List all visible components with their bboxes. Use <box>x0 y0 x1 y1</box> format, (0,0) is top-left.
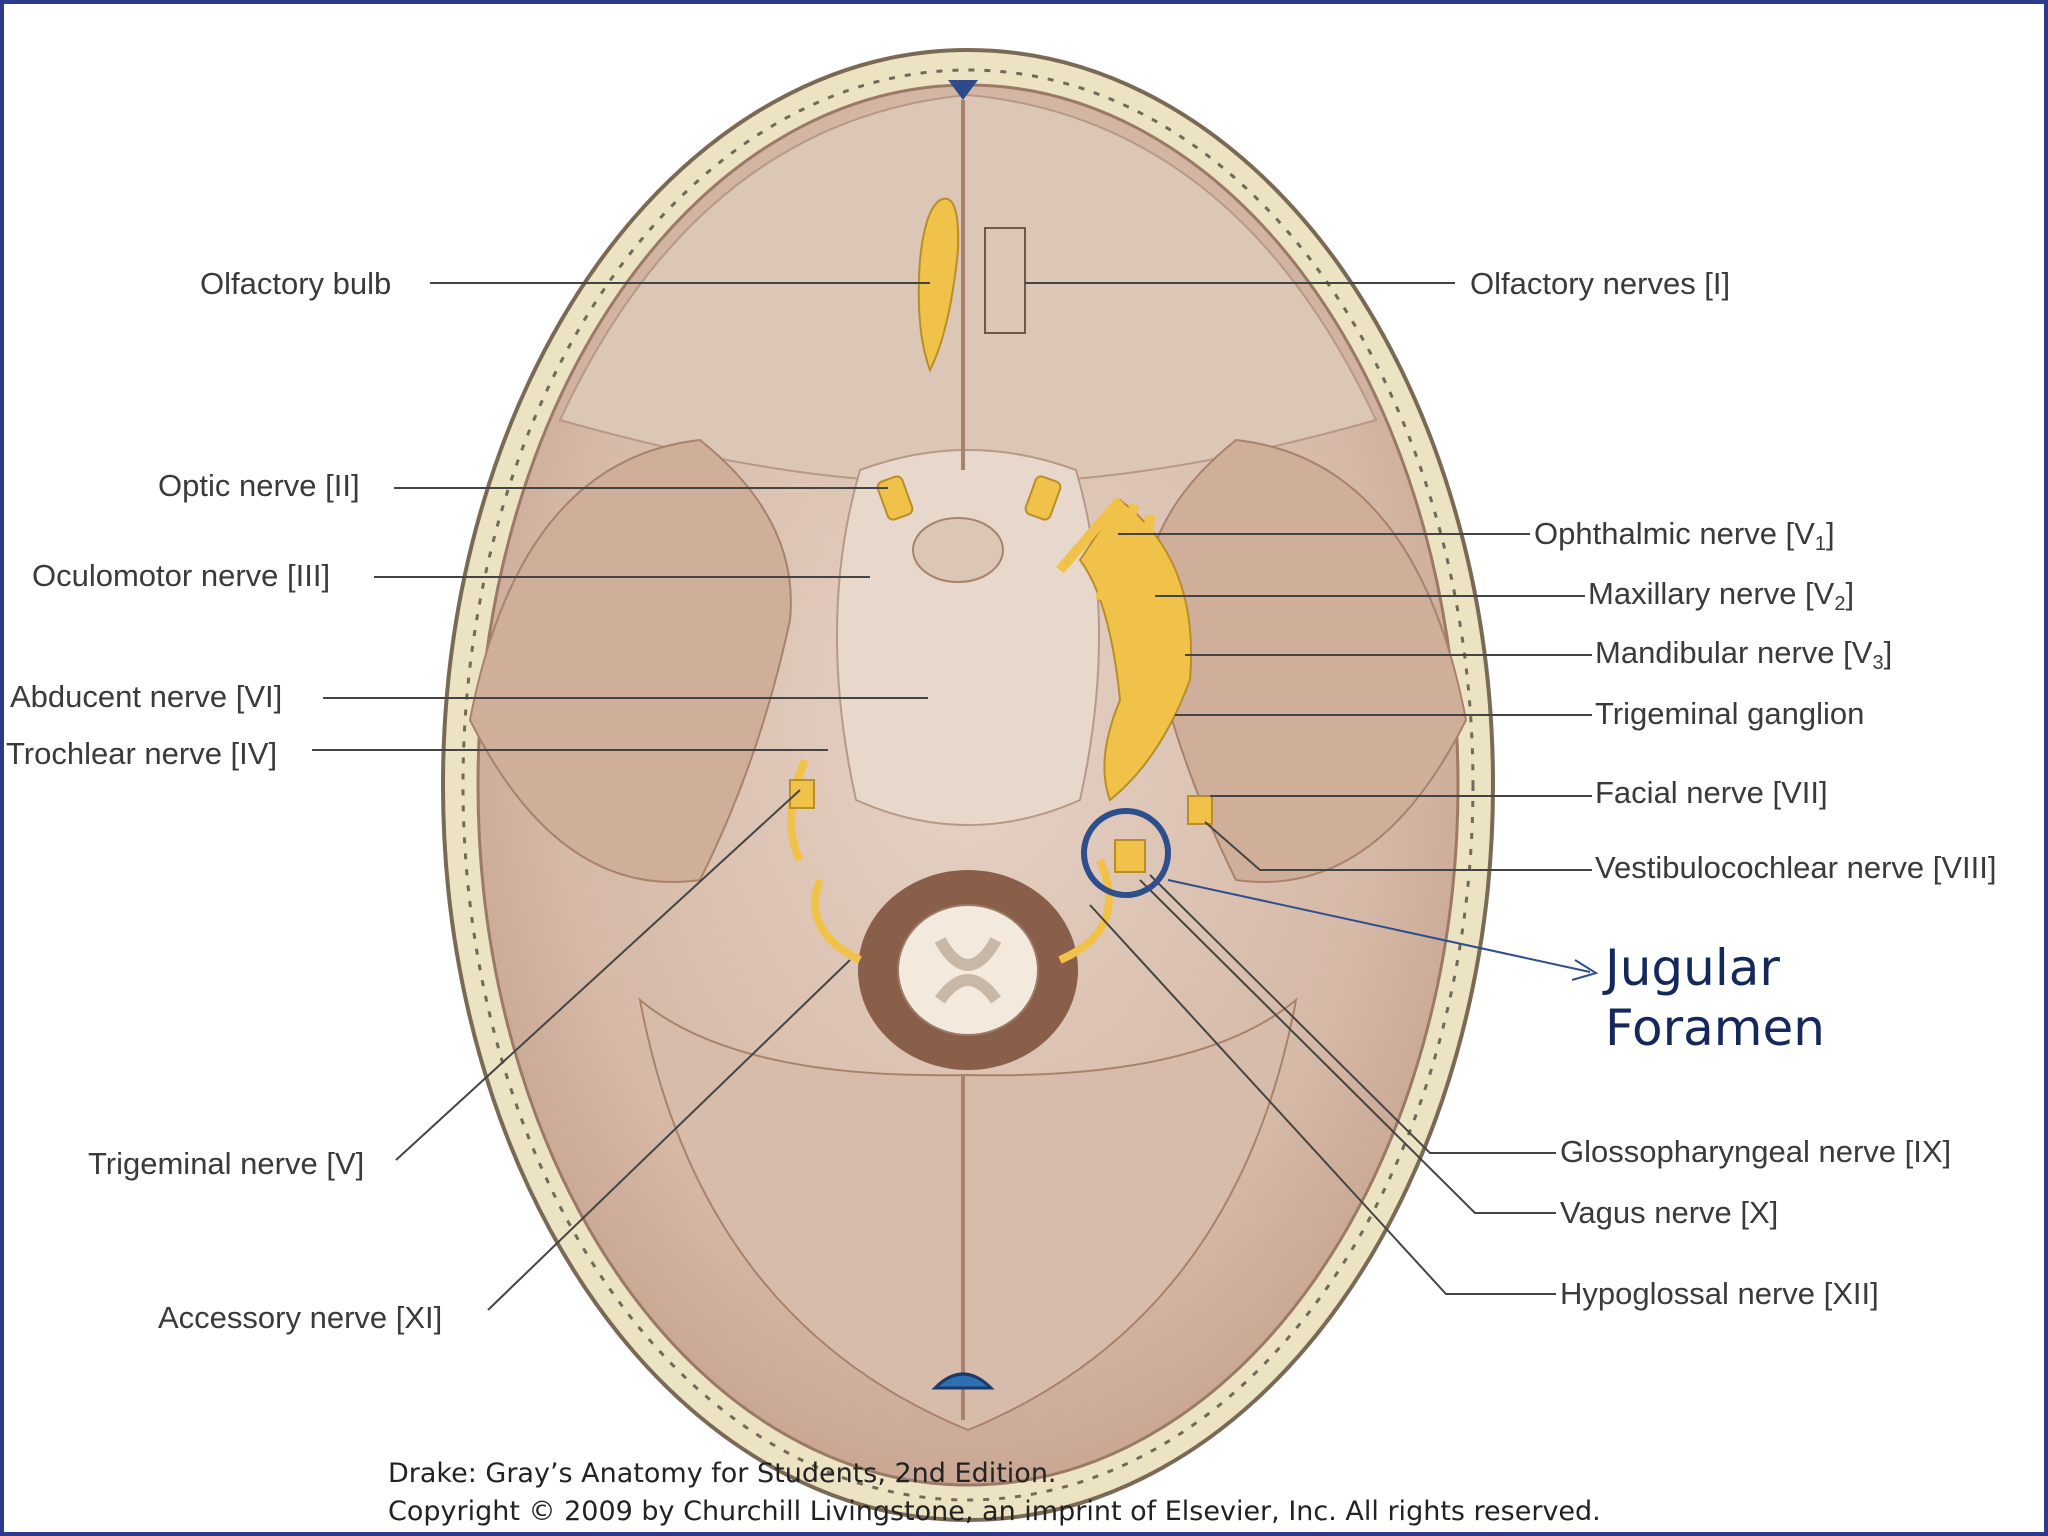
facial-nerve-shape <box>1187 795 1213 825</box>
sella-turcica <box>912 517 1004 583</box>
label-hypoglossal-nerve: Hypoglossal nerve [XII] <box>1560 1276 1879 1311</box>
jugular-foramen-arrow-head <box>1571 959 1599 981</box>
cranial-nerves-left-group <box>787 758 862 964</box>
annotation-line1: Jugular <box>1605 939 1780 997</box>
mandibular-text: Mandibular nerve [V <box>1595 635 1873 670</box>
jugular-foramen-annotation: Jugular Foramen <box>1605 938 1825 1058</box>
olfactory-nerves-bracket <box>984 227 1026 334</box>
sella-and-clivus <box>835 449 1101 826</box>
ophthalmic-text: Ophthalmic nerve [V <box>1534 516 1815 551</box>
maxillary-text: Maxillary nerve [V <box>1588 576 1835 611</box>
confluence-of-sinuses <box>931 1372 995 1390</box>
label-mandibular-nerve: Mandibular nerve [V3] <box>1595 637 1892 673</box>
annotation-line2: Foramen <box>1605 999 1825 1057</box>
skull-inner-rim <box>461 68 1475 1502</box>
posterior-cranial-fossa <box>638 997 1298 1432</box>
maxillary-bracket: ] <box>1845 576 1855 611</box>
mandibular-subscript: 3 <box>1872 652 1884 674</box>
ophthalmic-subscript: 1 <box>1814 533 1826 555</box>
label-trigeminal-ganglion: Trigeminal ganglion <box>1595 696 1865 731</box>
middle-cranial-fossa-left <box>468 438 792 883</box>
label-trochlear-nerve: Trochlear nerve [IV] <box>6 736 278 771</box>
label-trigeminal-nerve: Trigeminal nerve [V] <box>88 1146 365 1181</box>
label-abducent-nerve: Abducent nerve [VI] <box>10 679 283 714</box>
anterior-cranial-fossa <box>558 93 1378 482</box>
left-nerve-stump <box>789 779 815 809</box>
superior-sagittal-sinus <box>948 80 978 100</box>
label-facial-nerve: Facial nerve [VII] <box>1595 775 1828 810</box>
label-ophthalmic-nerve: Ophthalmic nerve [V1] <box>1534 518 1835 554</box>
jugular-foramen-arrow-line <box>1167 879 1591 973</box>
label-olfactory-bulb: Olfactory bulb <box>200 266 392 301</box>
trigeminal-branches <box>1056 496 1155 641</box>
label-glossopharyngeal-nerve: Glossopharyngeal nerve [IX] <box>1560 1134 1952 1169</box>
jugular-foramen-highlight-circle <box>1081 808 1171 898</box>
optic-nerve-right <box>1024 475 1062 521</box>
label-olfactory-nerves: Olfactory nerves [I] <box>1470 266 1731 301</box>
label-vagus-nerve: Vagus nerve [X] <box>1560 1195 1779 1230</box>
label-vestibulocochlear-nerve: Vestibulocochlear nerve [VIII] <box>1595 850 1997 885</box>
label-maxillary-nerve: Maxillary nerve [V2] <box>1588 578 1854 614</box>
medulla-grey-matter <box>934 936 1002 1004</box>
mandibular-bracket: ] <box>1883 635 1893 670</box>
label-oculomotor-nerve: Oculomotor nerve [III] <box>32 558 331 593</box>
label-accessory-nerve: Accessory nerve [XI] <box>158 1300 443 1335</box>
maxillary-subscript: 2 <box>1834 593 1846 615</box>
jugular-nerves-shape <box>1114 839 1146 873</box>
label-optic-nerve: Optic nerve [II] <box>158 468 360 503</box>
leader-lines <box>312 282 1592 1311</box>
caption-line2: Copyright © 2009 by Churchill Livingston… <box>388 1496 1601 1527</box>
olfactory-bulb-shape <box>917 197 960 373</box>
caption-line1: Drake: Gray’s Anatomy for Students, 2nd … <box>388 1458 1057 1489</box>
ophthalmic-bracket: ] <box>1825 516 1835 551</box>
